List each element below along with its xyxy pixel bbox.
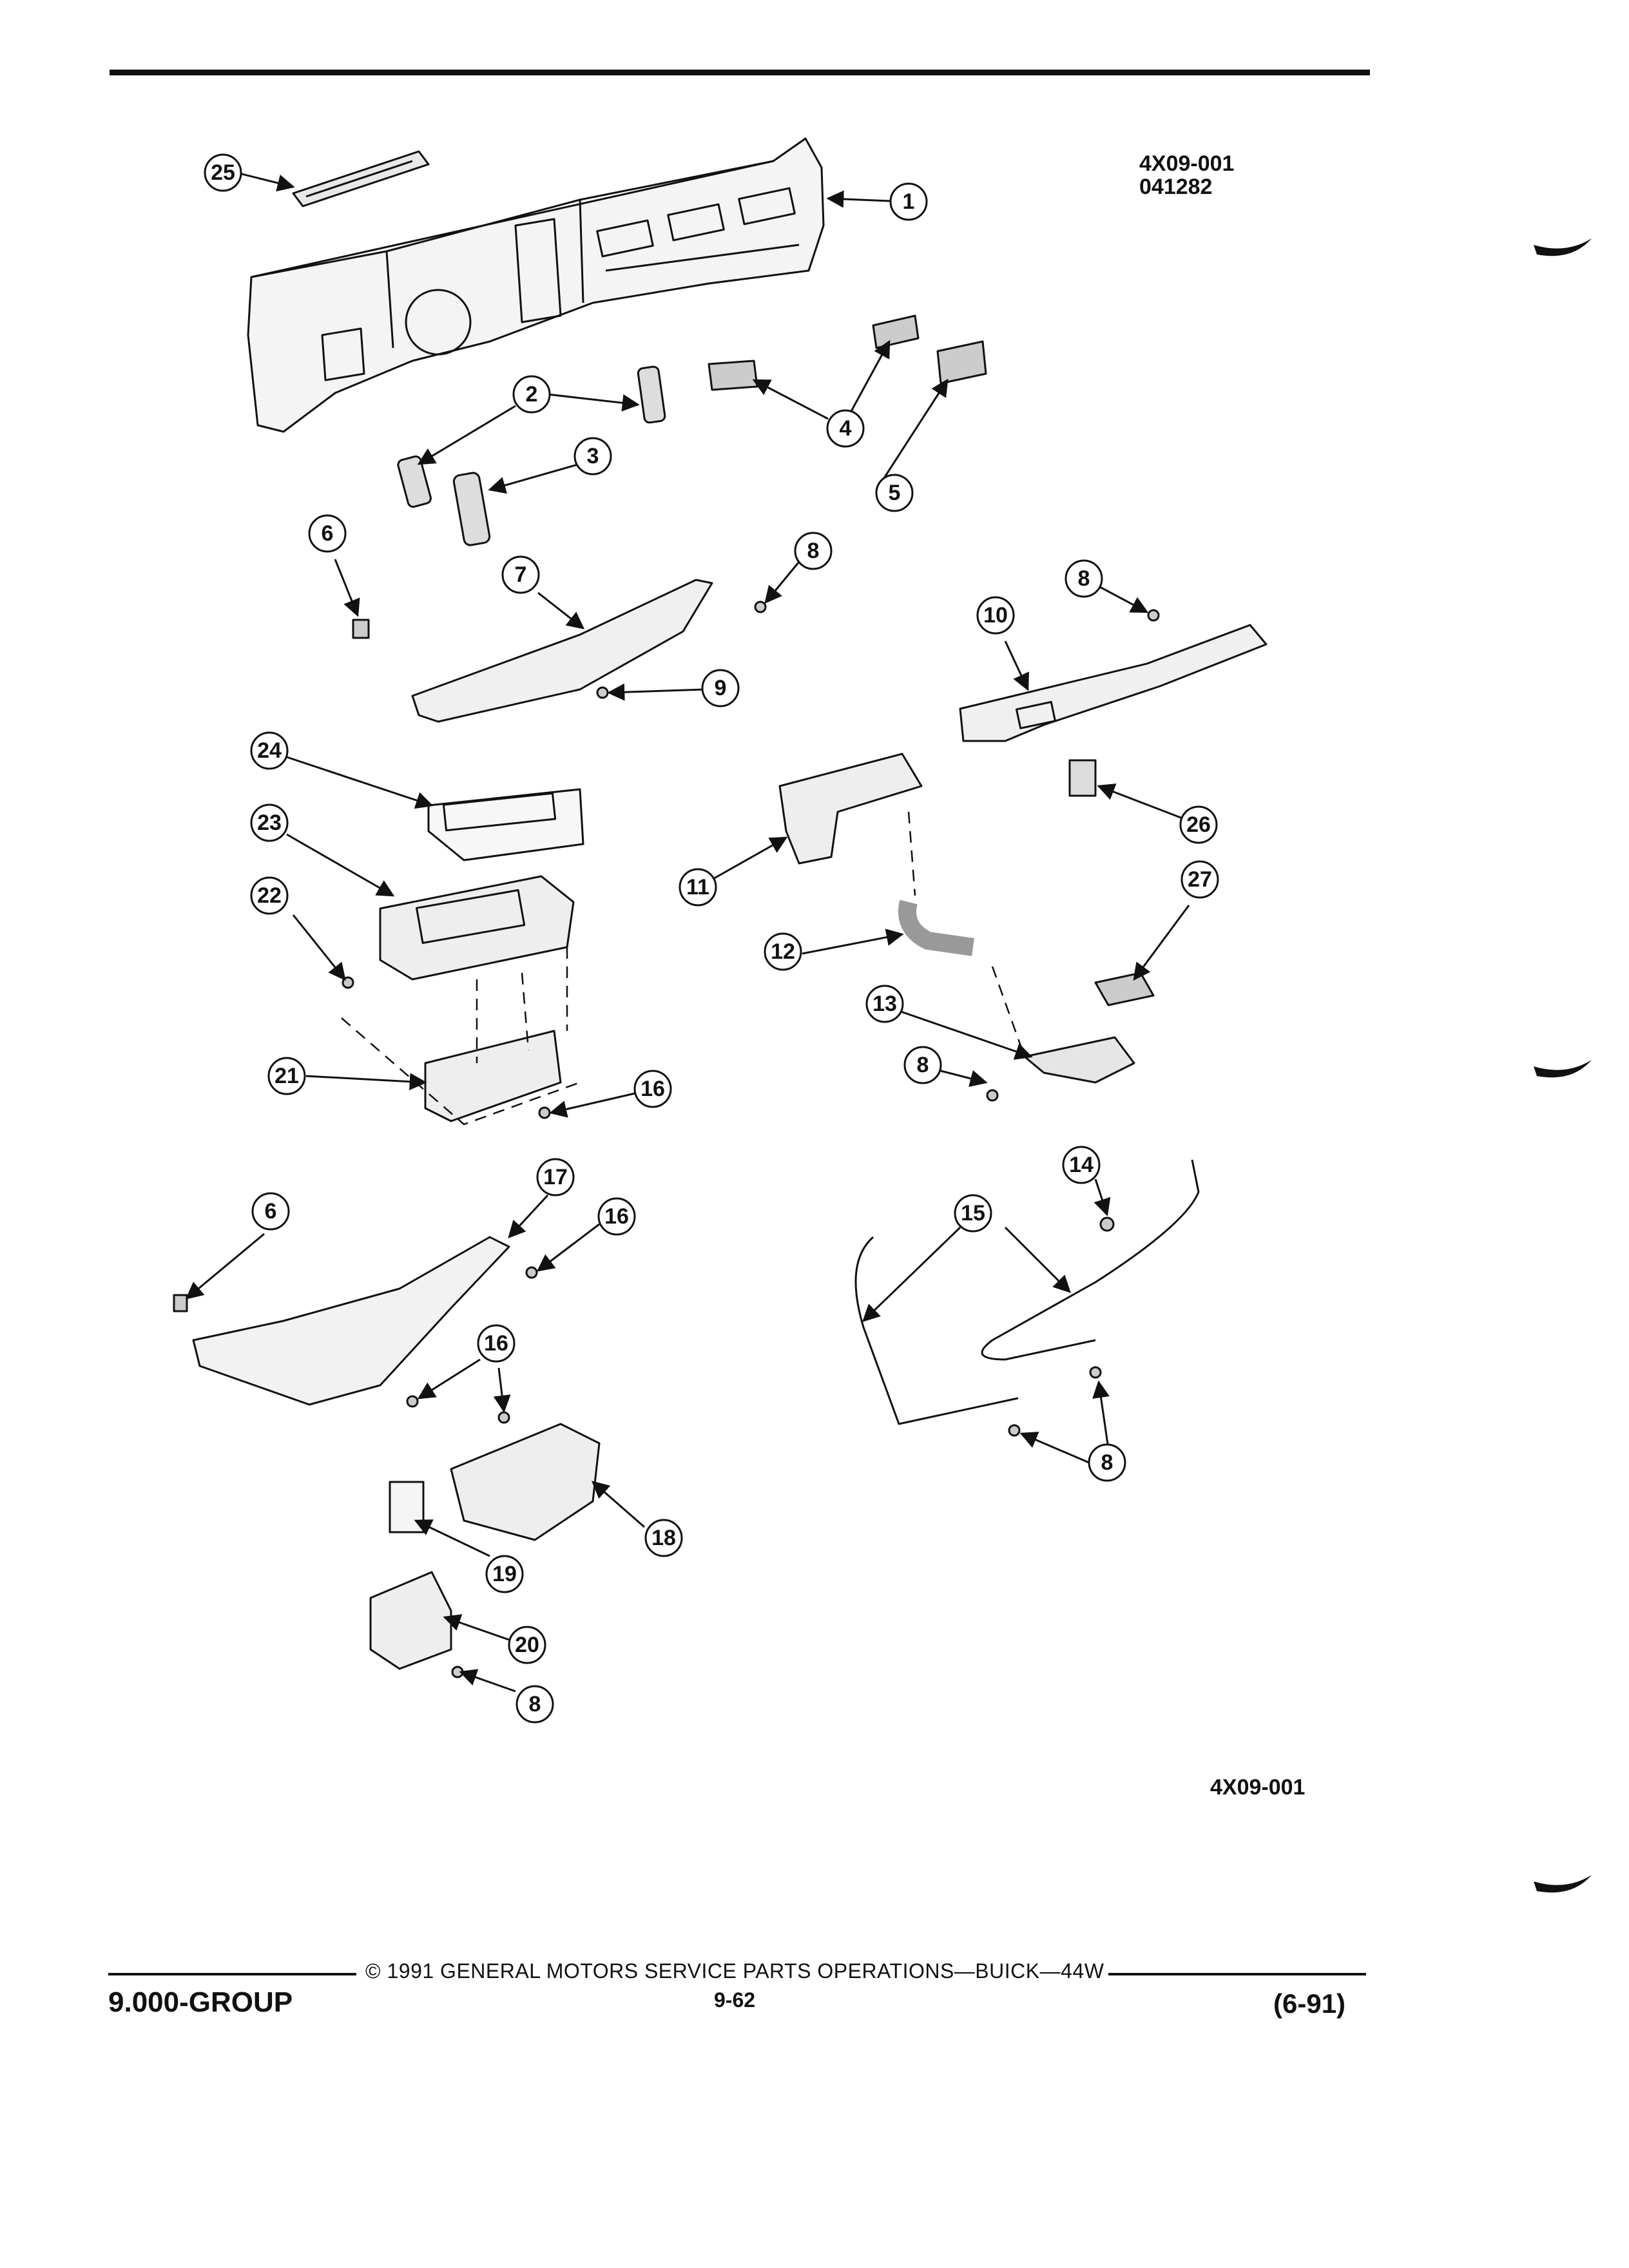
clip-part (173, 1294, 188, 1312)
binder-edge-marks (1534, 238, 1592, 1893)
callout-number: 4 (840, 416, 852, 441)
callout-number: 27 (1188, 867, 1212, 892)
clip-part (352, 619, 370, 639)
actuator-part (1094, 972, 1155, 1006)
callout-number: 10 (983, 603, 1008, 628)
outlet-assembly-part (1023, 1036, 1135, 1084)
hose-adapter-part (778, 753, 923, 865)
callout-number: 6 (322, 521, 334, 546)
callout-number: 18 (651, 1526, 676, 1550)
air-outlet-part (936, 340, 987, 385)
assembly-guide-lines (341, 811, 1026, 1126)
callout-number: 5 (889, 481, 901, 505)
callout-number: 8 (1078, 566, 1090, 591)
lower-outlet-part (450, 1423, 601, 1541)
callout-number: 24 (257, 738, 282, 763)
callout-number: 12 (771, 939, 795, 964)
figure-code-bottom: 4X09-001 (1210, 1775, 1306, 1800)
instrument-panel-part (247, 137, 825, 433)
figure-reference-top: 4X09-001 041282 (1139, 152, 1234, 198)
callout-number: 21 (275, 1064, 299, 1088)
defroster-grille-part (292, 150, 430, 207)
callout-number: 8 (1101, 1450, 1113, 1475)
callout-number: 7 (515, 562, 527, 587)
callout-labels: 25 1 2 4 3 5 6 7 8 9 8 10 24 23 11 26 22… (211, 160, 1212, 1716)
vent-louver-part (397, 455, 432, 508)
callout-number: 11 (686, 875, 709, 899)
callout-number: 13 (872, 992, 897, 1016)
control-cable-part (854, 1159, 1200, 1425)
top-rule (110, 70, 1370, 75)
side-duct-part (959, 624, 1268, 742)
callout-number: 8 (529, 1692, 541, 1716)
callout-circles (204, 153, 1219, 1724)
callout-number: 16 (641, 1077, 665, 1101)
bezel-part (369, 1571, 452, 1670)
page-number: 9-62 (714, 1988, 756, 2012)
callout-number: 20 (515, 1633, 539, 1657)
callout-number: 22 (257, 883, 282, 908)
vent-louver-part (452, 472, 491, 546)
callout-number: 2 (526, 382, 538, 407)
control-housing-part (379, 875, 575, 981)
footer-copyright: © 1991 GENERAL MOTORS SERVICE PARTS OPER… (365, 1959, 1104, 1983)
callout-number: 1 (903, 189, 915, 214)
leader-lines (185, 173, 1190, 1693)
callout-number: 25 (211, 160, 235, 185)
figure-code: 4X09-001 (1139, 151, 1235, 176)
flex-hose-part (898, 899, 974, 956)
figure-date: 041282 (1139, 175, 1213, 199)
lower-duct-part (192, 1236, 510, 1406)
callout-number: 17 (543, 1165, 568, 1189)
callout-number: 9 (715, 676, 727, 700)
callout-number: 8 (807, 539, 820, 563)
footer-date: (6-91) (1273, 1988, 1346, 2019)
center-duct-part (411, 579, 713, 723)
callout-number: 8 (917, 1053, 929, 1077)
callout-number: 14 (1069, 1153, 1094, 1177)
callout-number: 19 (492, 1562, 517, 1586)
callout-number: 6 (265, 1199, 277, 1224)
lower-housing-part (424, 1030, 562, 1122)
air-outlet-part (708, 360, 758, 391)
vent-louver-part (637, 365, 666, 424)
grille-part (1068, 759, 1097, 797)
callout-number: 26 (1186, 812, 1211, 837)
callout-number: 16 (484, 1331, 508, 1356)
callout-number: 15 (961, 1201, 985, 1225)
callout-number: 23 (257, 811, 282, 835)
callout-number: 16 (604, 1204, 629, 1229)
footer-group: 9.000-GROUP (108, 1986, 293, 2018)
footer-rule-right (1108, 1973, 1366, 1975)
air-outlet-part (872, 314, 920, 349)
gasket-part (389, 1481, 425, 1533)
callout-number: 3 (587, 444, 599, 468)
footer-rule-left (108, 1973, 356, 1975)
